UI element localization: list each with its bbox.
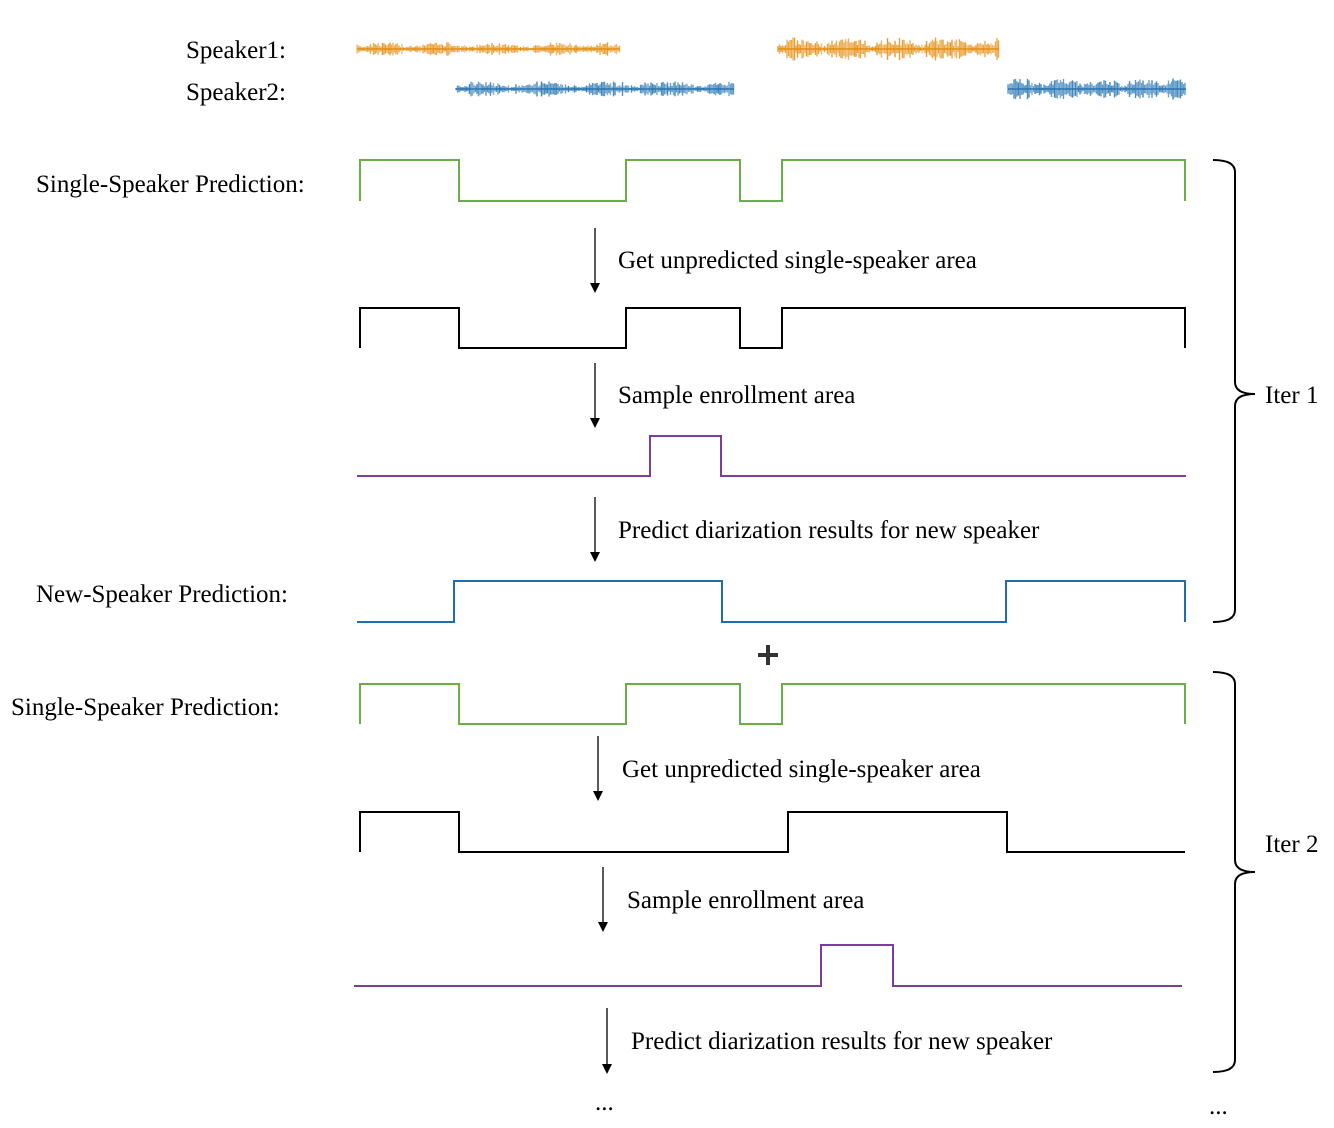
iter-1-brace [1212,159,1256,623]
arrow-down-icon [602,1008,612,1074]
arrow-down-icon [590,228,600,293]
ellipsis-right: ... [1209,1093,1228,1120]
step-get-unpredicted-2: Get unpredicted single-speaker area [622,756,981,783]
arrow-down-icon [598,867,608,932]
speaker2-waveform [455,78,1186,100]
speaker1-label: Speaker1: [186,37,286,64]
step-get-unpredicted-1: Get unpredicted single-speaker area [618,247,977,274]
step-predict-diarization-2: Predict diarization results for new spea… [631,1028,1053,1055]
step-sample-enrollment-2: Sample enrollment area [627,887,864,914]
iter-1-label: Iter 1 [1265,382,1318,409]
enrollment-area-signal-2 [354,944,1182,987]
unpredicted-area-signal-2 [359,811,1185,853]
single-speaker-prediction-signal-2 [359,683,1186,725]
iter-2-label: Iter 2 [1265,831,1318,858]
new-speaker-prediction-signal [357,580,1186,623]
arrow-down-icon [590,363,600,428]
single-speaker-prediction-label-2: Single-Speaker Prediction: [11,694,280,721]
single-speaker-prediction-label-1: Single-Speaker Prediction: [36,171,305,198]
new-speaker-prediction-label: New-Speaker Prediction: [36,581,288,608]
step-predict-diarization-1: Predict diarization results for new spea… [618,517,1040,544]
arrow-down-icon [590,497,600,562]
single-speaker-prediction-signal-1 [359,159,1186,202]
unpredicted-area-signal-1 [359,307,1186,349]
iter-2-brace [1212,671,1256,1073]
arrow-down-icon [593,736,603,801]
step-sample-enrollment-1: Sample enrollment area [618,382,855,409]
speaker1-waveform [356,37,1000,61]
enrollment-area-signal-1 [357,435,1186,477]
speaker2-label: Speaker2: [186,79,286,106]
ellipsis-center: ... [595,1089,614,1116]
plus-icon [758,645,778,665]
